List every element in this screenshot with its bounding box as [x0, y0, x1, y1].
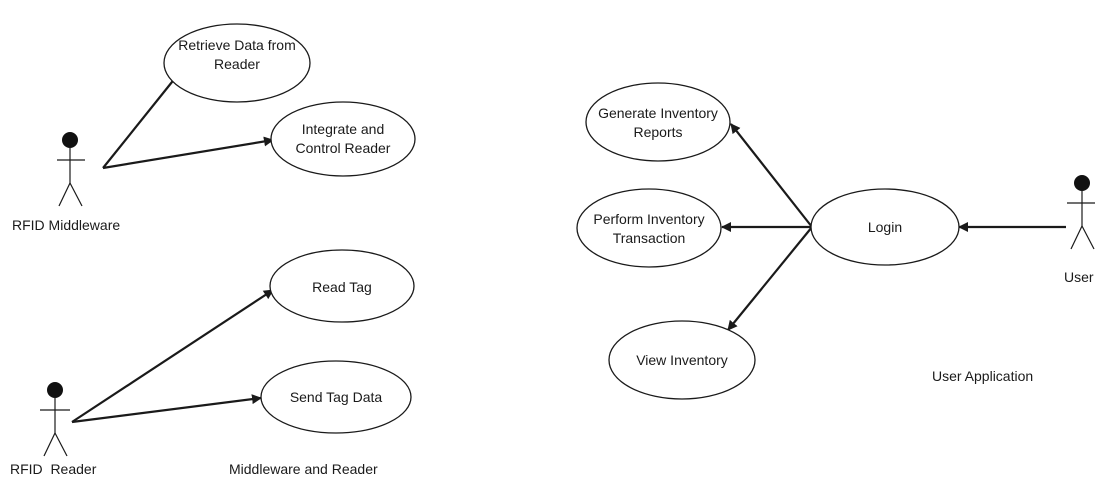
actor-rfid-middleware: RFID Middleware	[12, 132, 120, 233]
assoc-middleware-retrieve	[102, 71, 181, 169]
use-case-generate-reports: Generate Inventory Reports	[585, 82, 731, 162]
use-case-login: Login	[810, 188, 960, 266]
actor-user: User	[1064, 175, 1095, 285]
use-case-send-tag-data: Send Tag Data	[260, 360, 412, 434]
actor-label-rfid-reader: RFID Reader	[10, 461, 97, 477]
assoc-reader-sendtag	[71, 394, 262, 424]
use-case-read-tag: Read Tag	[269, 249, 415, 323]
actor-label-user: User	[1064, 269, 1094, 285]
use-case-label: View Inventory	[636, 352, 728, 368]
assoc-login-reports	[730, 123, 813, 228]
subsystem-label-middleware-reader: Middleware and Reader	[229, 461, 378, 477]
use-case-label: Read Tag	[312, 279, 372, 295]
actor-head	[1074, 175, 1090, 191]
use-case-label: Integrate and	[302, 121, 385, 137]
actor-head	[62, 132, 78, 148]
assoc-middleware-integrate	[102, 136, 274, 170]
use-case-label: Control Reader	[296, 140, 391, 156]
actor-rfid-reader: RFID Reader	[10, 382, 97, 477]
use-case-label: Send Tag Data	[290, 389, 383, 405]
actor-head	[47, 382, 63, 398]
use-case-label: Perform Inventory	[593, 211, 704, 227]
use-case-label: Reader	[214, 56, 260, 72]
use-case-retrieve-data: Retrieve Data from Reader	[163, 23, 311, 103]
use-case-label: Login	[868, 219, 902, 235]
assoc-login-view	[727, 226, 813, 331]
use-case-label: Reports	[633, 124, 682, 140]
assoc-reader-readtag	[71, 289, 274, 423]
actor-label-rfid-middleware: RFID Middleware	[12, 217, 120, 233]
use-case-label: Retrieve Data from	[178, 37, 295, 53]
use-case-perform-transaction: Perform Inventory Transaction	[576, 188, 722, 268]
use-case-label: Transaction	[613, 230, 686, 246]
use-case-label: Generate Inventory	[598, 105, 718, 121]
use-case-integrate-control: Integrate and Control Reader	[270, 101, 416, 177]
subsystem-label-user-application: User Application	[932, 368, 1033, 384]
use-case-view-inventory: View Inventory	[608, 320, 756, 400]
